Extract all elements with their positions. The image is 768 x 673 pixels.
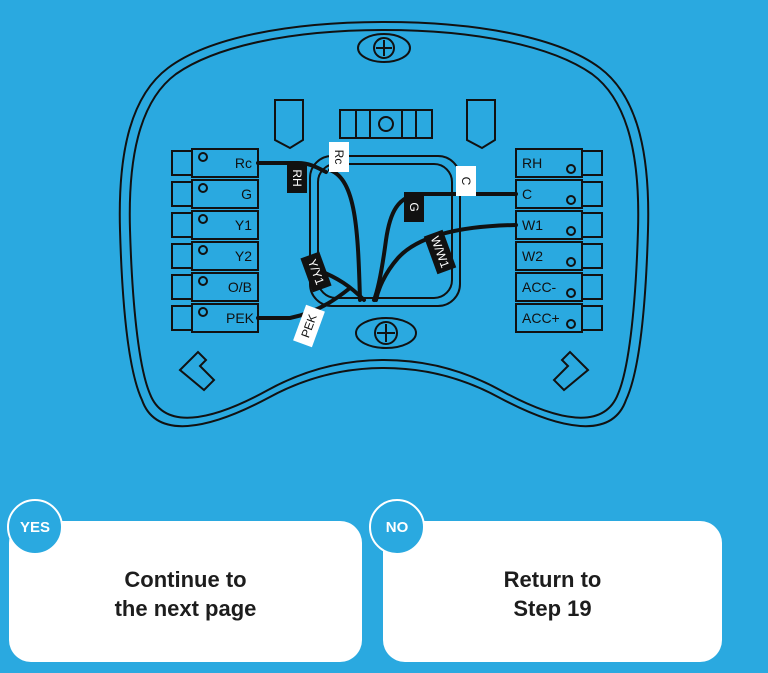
yes-option-text: Continue to the next page	[9, 565, 362, 623]
yes-badge: YES	[7, 499, 63, 555]
left-terminal-block	[171, 148, 259, 333]
terminal-label-rc: Rc	[235, 155, 252, 171]
right-mounting-mark	[552, 350, 590, 392]
bubble-level	[339, 109, 433, 139]
terminal-label-y1: Y1	[235, 217, 252, 233]
no-badge: NO	[369, 499, 425, 555]
wire-rc	[328, 168, 362, 302]
wire-tag-g: G	[404, 192, 424, 222]
svg-text:C: C	[459, 177, 473, 186]
no-option-line2: Step 19	[513, 596, 592, 621]
no-option-card[interactable]: Return to Step 19	[383, 521, 722, 662]
bottom-screw-icon	[355, 317, 417, 349]
wire-tag-pek: PEK	[293, 304, 325, 348]
terminal-label-w2: W2	[522, 248, 543, 264]
no-option-text: Return to Step 19	[383, 565, 722, 623]
wire-pek	[256, 286, 352, 320]
thermostat-wiring-diagram: Rc G Y1 Y2 O/B PEK RH C W1 W2 ACC- ACC+ …	[118, 20, 650, 428]
wire-tag-c: C	[456, 166, 476, 196]
wire-w	[374, 223, 518, 302]
terminal-label-g: G	[241, 186, 252, 202]
yes-option-card[interactable]: Continue to the next page	[9, 521, 362, 662]
svg-text:Rc: Rc	[332, 150, 346, 165]
terminal-label-c: C	[522, 186, 532, 202]
base-plate-inner-outline	[128, 28, 640, 419]
terminal-label-ob: O/B	[228, 279, 252, 295]
left-mounting-mark	[178, 350, 216, 392]
svg-text:RH: RH	[290, 169, 304, 186]
right-clip	[466, 99, 496, 150]
terminal-label-acc-minus: ACC-	[522, 279, 557, 295]
yes-option-line2: the next page	[114, 596, 257, 621]
terminal-label-y2: Y2	[235, 248, 252, 264]
left-clip	[274, 99, 304, 150]
top-screw-icon	[357, 33, 411, 63]
terminal-label-rh: RH	[522, 155, 542, 171]
no-option-line1: Return to	[503, 567, 602, 592]
yes-option-line1: Continue to	[124, 567, 247, 592]
terminal-label-w1: W1	[522, 217, 543, 233]
terminal-label-acc-plus: ACC+	[522, 310, 560, 326]
wire-tag-y: Y/Y1	[300, 251, 332, 293]
terminal-label-pek: PEK	[226, 310, 255, 326]
wire-tag-rh: RH	[287, 163, 307, 193]
svg-text:G: G	[407, 202, 421, 211]
wire-tag-rc: Rc	[329, 142, 349, 172]
